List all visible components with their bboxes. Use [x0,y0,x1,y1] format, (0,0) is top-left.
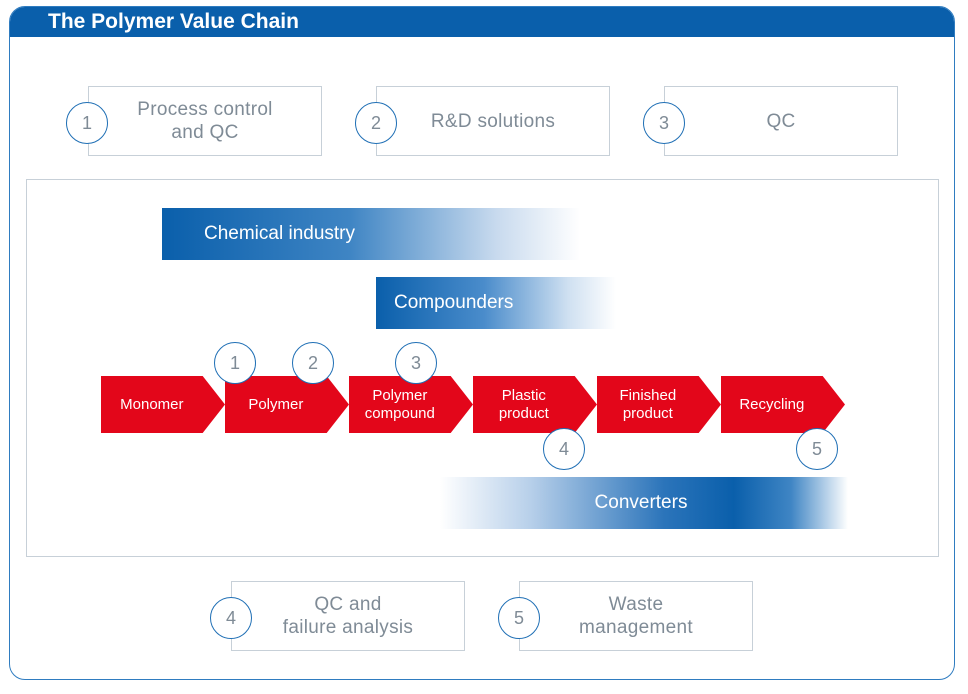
chain-step-finished-product: Finished product [597,376,721,433]
legend-label: Process control and QC [137,99,273,143]
value-chain-panel [26,179,939,557]
chain-step-recycling: Recycling [721,376,845,433]
title-bar: The Polymer Value Chain [10,7,954,37]
legend-box-qc: QC [664,86,898,156]
chain-step-label: Polymer [248,395,304,413]
chain-step-polymer: Polymer [225,376,349,433]
legend-number-badge: 1 [66,102,108,144]
legend-box-rd-solutions: R&D solutions [376,86,610,156]
legend-number-badge: 4 [210,597,252,639]
chain-step-label: Finished product [619,386,677,422]
diagram-title: The Polymer Value Chain [48,10,299,33]
legend-box-qc-failure-analysis: QC and failure analysis [231,581,465,651]
legend-box-waste-management: Waste management [519,581,753,651]
legend-number-badge: 2 [355,102,397,144]
chain-marker: 3 [395,342,437,384]
industry-label: Compounders [394,292,514,313]
chain-step-label: Recycling [739,395,805,413]
industry-label: Converters [594,492,688,513]
legend-label: QC and failure analysis [282,594,414,638]
legend-label: R&D solutions [430,110,556,132]
chain-step-polymer-compound: Polymer compound [349,376,473,433]
industry-bar-converters: Converters [440,477,848,529]
legend-number-badge: 3 [643,102,685,144]
industry-bar-chemical: Chemical industry [162,208,580,260]
chain-step-label: Monomer [120,395,184,413]
diagram-frame: The Polymer Value Chain [9,6,955,680]
industry-label: Chemical industry [204,223,355,244]
industry-bar-compounders: Compounders [376,277,616,329]
chain-step-label: Polymer compound [364,386,435,422]
chain-marker: 1 [214,342,256,384]
chain-marker: 2 [292,342,334,384]
legend-label: QC [766,110,796,132]
chain-step-monomer: Monomer [101,376,225,433]
chain-step-label: Plastic product [498,386,549,422]
legend-box-process-control: Process control and QC [88,86,322,156]
legend-number-badge: 5 [498,597,540,639]
chain-marker: 4 [543,428,585,470]
legend-label: Waste management [579,594,693,638]
chain-marker: 5 [796,428,838,470]
chain-step-plastic-product: Plastic product [473,376,597,433]
